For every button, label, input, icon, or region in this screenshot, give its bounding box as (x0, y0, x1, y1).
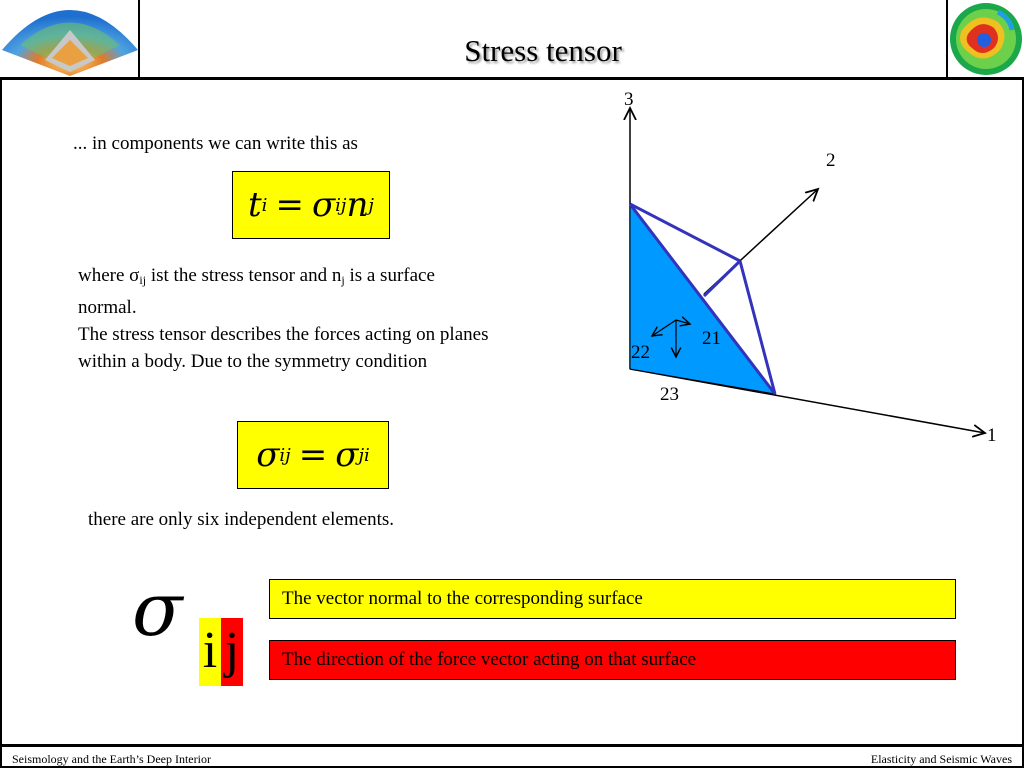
normal-symbol: n (346, 185, 369, 225)
mantle-model-logo (946, 0, 1024, 78)
footer-section-title: Elasticity and Seismic Waves (870, 752, 1012, 766)
component-23-label: 23 (660, 384, 679, 405)
para-sigma-subscript: ij (139, 273, 147, 287)
explanation-paragraph: where σij ist the stress tensor and nj i… (78, 262, 498, 375)
traction-symbol: t (248, 185, 262, 225)
sigma-subscript: ji (358, 444, 370, 466)
stress-tetrahedron-diagram: 3 2 1 21 22 23 (600, 84, 1020, 454)
para-n-subscript: j (341, 273, 345, 287)
sigma-symbol: σ (311, 185, 336, 225)
sigma-symbol: σ (256, 435, 280, 475)
para-text: where (78, 265, 130, 286)
equals-sign: = (298, 435, 328, 475)
footer-course-title: Seismology and the Earth’s Deep Interior (12, 752, 211, 766)
para-text: is a surface normal. (78, 265, 435, 318)
slide-footer: Seismology and the Earth’s Deep Interior… (0, 744, 1024, 768)
component-21-label: 21 (702, 328, 721, 349)
tetrahedron-edges (628, 202, 777, 395)
sigma-symbol: σ (335, 435, 359, 475)
index-j: j (221, 618, 243, 686)
page-title: Stress tensor (464, 33, 622, 68)
slide-header: Stress tensor (0, 0, 1024, 80)
para-text: The stress tensor describes the forces a… (78, 324, 489, 372)
equals-sign: = (275, 185, 304, 225)
sigma-subscript: ij (335, 194, 347, 216)
closing-text: there are only six independent elements. (88, 509, 395, 530)
axis-3-label: 3 (624, 89, 634, 110)
slide-frame (0, 80, 1024, 744)
intro-text: ... in components we can write this as (73, 133, 358, 154)
para-sigma: σ (129, 265, 140, 286)
component-22-label: 22 (631, 342, 650, 363)
component-arrows (652, 320, 690, 357)
axis-1-label: 1 (987, 425, 997, 446)
normal-subscript: j (368, 194, 374, 216)
para-text: ist the stress tensor and n (146, 265, 342, 286)
sigma-subscript: ij (279, 444, 291, 466)
normal-vector-explanation: The vector normal to the corresponding s… (269, 579, 956, 619)
large-sigma: σ (132, 567, 183, 653)
axis-2-label: 2 (826, 150, 836, 171)
traction-subscript: i (261, 194, 268, 216)
earth-cutaway-logo (0, 0, 140, 78)
force-direction-explanation: The direction of the force vector acting… (269, 640, 956, 680)
index-i: i (199, 618, 221, 686)
